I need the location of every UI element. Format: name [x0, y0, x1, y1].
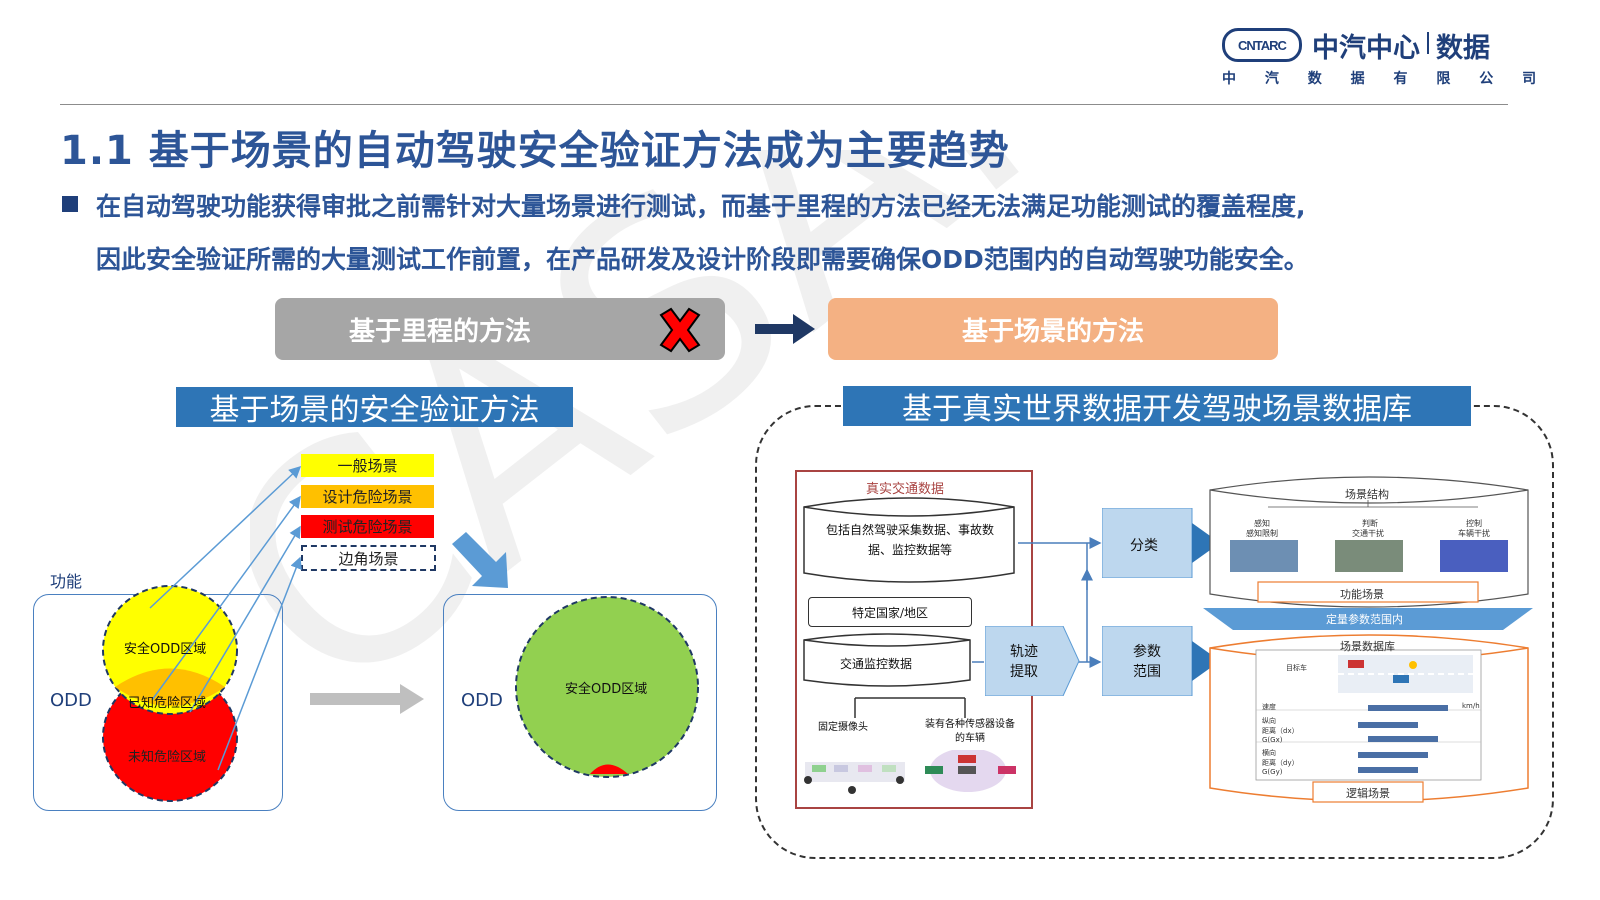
- natural-data-label: 包括自然驾驶采集数据、事故数据、监控数据等: [825, 523, 994, 557]
- logo-mark-text: CNTARC: [1238, 37, 1287, 53]
- decision-sub-label: 交通干扰: [1352, 529, 1384, 538]
- odd-label-right: ODD: [461, 690, 503, 711]
- header-logo: CNTARC 中汽中心 数据 中 汽 数 据 有 限 公 司: [1222, 26, 1536, 87]
- control-label: 控制: [1466, 519, 1482, 528]
- decision-label: 判断: [1362, 519, 1378, 528]
- params-label: 参数范围: [1133, 644, 1161, 680]
- unit-label: km/h: [1462, 702, 1480, 710]
- bullet-square-icon: [62, 196, 78, 212]
- control-sub-label: 车辆干扰: [1458, 529, 1490, 538]
- source-arrows: [854, 697, 966, 718]
- after-odd-box: [443, 594, 717, 811]
- mileage-method-pill: 基于里程的方法: [275, 298, 725, 360]
- monitor-cylinder: [803, 633, 971, 687]
- header-rule: [60, 104, 1508, 105]
- cntarc-logo-mark: CNTARC: [1222, 28, 1302, 62]
- classify-chevron: [1102, 508, 1220, 578]
- unknown-risk-label: 未知危险区域: [128, 750, 207, 765]
- lat-gap-label: 横向: [1262, 749, 1276, 757]
- tag-corner-case: 边角场景: [301, 545, 436, 571]
- real-data-title: 真实交通数据: [866, 482, 945, 497]
- known-risk-label: 已知危险区域: [128, 696, 207, 711]
- flow-connectors: [972, 537, 1102, 668]
- odd-venn-diagram: [102, 465, 699, 802]
- monitor-data-label: 交通监控数据: [840, 657, 913, 671]
- down-right-arrow-icon: [452, 532, 508, 588]
- fixed-camera-label: 固定摄像头: [818, 722, 868, 733]
- lon-gap2-label: 距离（dx）: [1262, 727, 1299, 735]
- lat-gap2-label: 距离（dy）: [1262, 759, 1299, 767]
- params-chevron: [1102, 626, 1220, 696]
- residual-risk-cap: [590, 764, 628, 774]
- known-risk-lens: [115, 668, 225, 706]
- right-section-heading: 基于真实世界数据开发驾驶场景数据库: [843, 386, 1471, 427]
- left-section-heading: 基于场景的安全验证方法: [176, 387, 573, 428]
- region-callout: 特定国家/地区: [808, 597, 972, 627]
- mileage-method-label: 基于里程的方法: [348, 316, 531, 347]
- arrow-right-icon: [755, 314, 815, 344]
- trajectory-chevron: [985, 626, 1080, 696]
- bullet-line-2: 因此安全验证所需的大量测试工作前置，在产品研发及设计阶段即需要确保ODD范围内的…: [96, 245, 1309, 274]
- tag-design-risk-scene: 设计危险场景: [301, 485, 434, 508]
- perception-label: 感知: [1254, 519, 1270, 528]
- gray-right-arrow-icon: [310, 684, 424, 714]
- lon-gap-label: 纵向: [1262, 717, 1276, 725]
- bullet-line-1: 在自动驾驶功能获得审批之前需针对大量场景进行测试，而基于里程的方法已经无法满足功…: [96, 192, 1306, 221]
- region-label: 特定国家/地区: [851, 605, 929, 620]
- safe-odd-after-circle: [515, 596, 699, 778]
- lat-g-label: G(Gy): [1262, 768, 1283, 776]
- quant-range-banner: [1203, 608, 1533, 630]
- odd-label-left: ODD: [50, 690, 92, 711]
- traffic-illustration: [804, 750, 1016, 794]
- scene-db-label: 场景数据库: [1340, 640, 1395, 653]
- target-vehicle-label: 目标车: [1286, 664, 1307, 672]
- scene-structure-cylinder: [1209, 476, 1529, 608]
- tag-test-risk-scene: 测试危险场景: [301, 515, 434, 538]
- scenario-method-label: 基于场景的方法: [961, 316, 1144, 347]
- company-name: 中汽中心: [1312, 33, 1420, 64]
- scene-structure-label: 场景结构: [1345, 488, 1389, 501]
- classify-label: 分类: [1130, 538, 1158, 554]
- safe-odd-label: 安全ODD区域: [124, 642, 207, 657]
- scene-db-cylinder: [1209, 634, 1529, 803]
- page-title: 1.1 基于场景的自动驾驶安全验证方法成为主要趋势: [60, 128, 1010, 174]
- quant-range-label: 定量参数范围内: [1326, 613, 1403, 626]
- tag-general-scene: 一般场景: [301, 454, 434, 477]
- logo-divider: [1427, 32, 1429, 54]
- logic-scene-label: 逻辑场景: [1346, 787, 1390, 800]
- function-label: 功能: [50, 572, 83, 591]
- perception-sub-label: 感知限制: [1246, 529, 1278, 538]
- cross-icon: [659, 307, 701, 353]
- safe-odd-after-label: 安全ODD区域: [565, 682, 648, 697]
- sensor-vehicle-label: 装有各种传感器设备的车辆: [925, 719, 1015, 744]
- natural-data-cylinder: [803, 497, 1015, 583]
- lon-g-label: G(Gx): [1262, 736, 1283, 744]
- speed-label: 速度: [1262, 703, 1276, 711]
- company-suffix: 数据: [1436, 33, 1490, 64]
- company-full-name: 中 汽 数 据 有 限 公 司: [1222, 71, 1549, 87]
- functional-scene-label: 功能场景: [1340, 588, 1384, 601]
- trajectory-label: 轨迹提取: [1010, 644, 1038, 680]
- scenario-method-pill: 基于场景的方法: [828, 298, 1278, 360]
